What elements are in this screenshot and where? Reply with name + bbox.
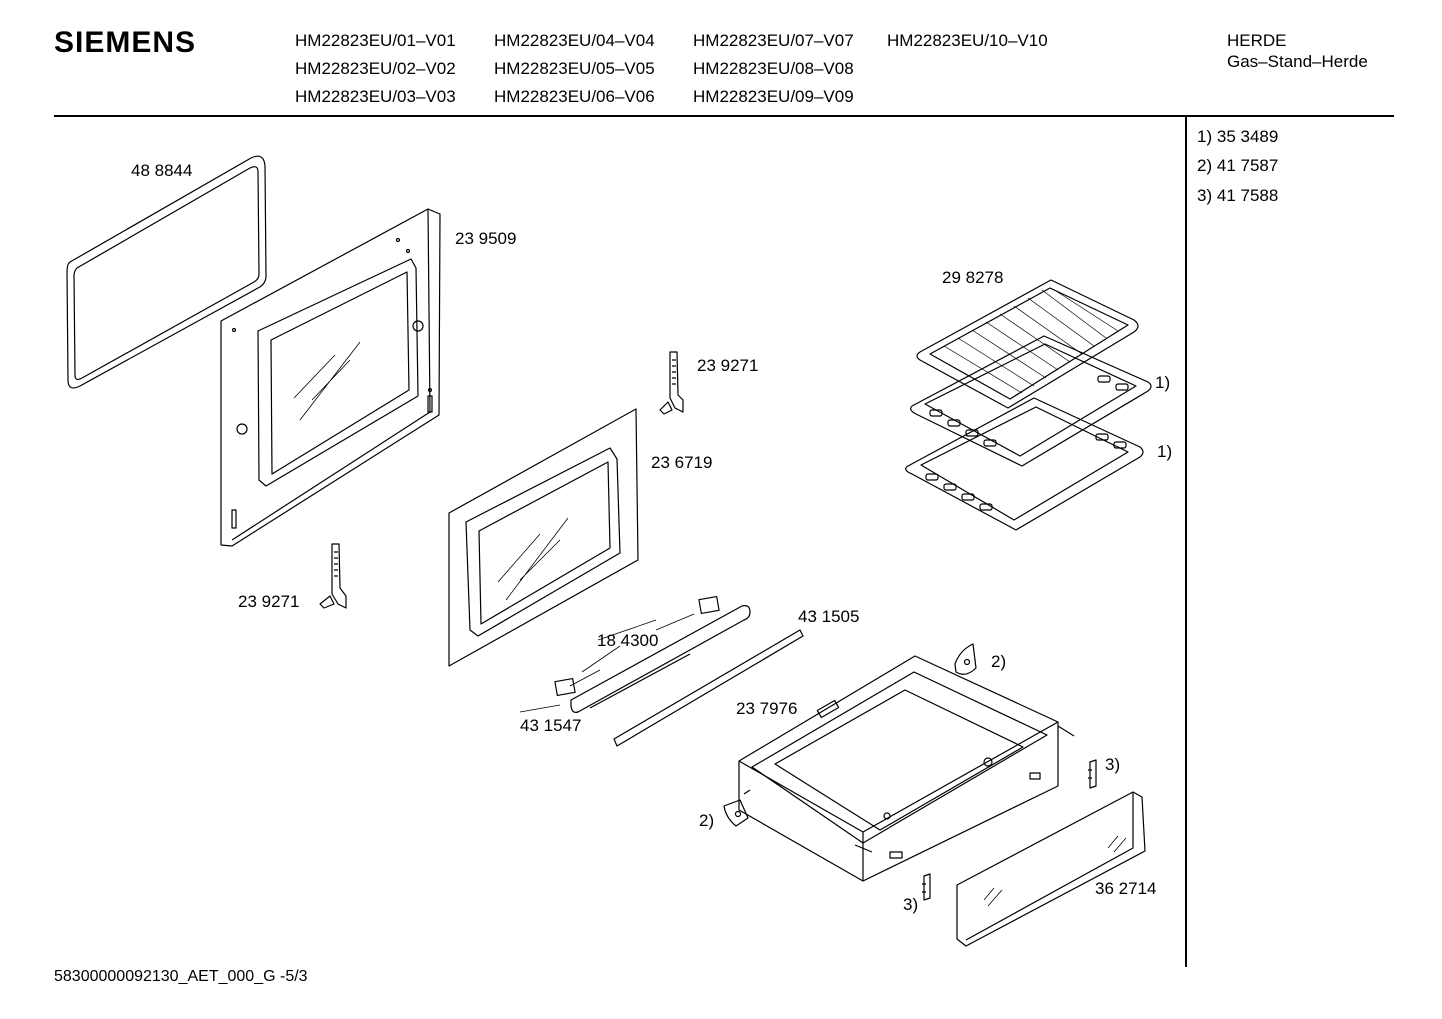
reference-key: 1) (1197, 127, 1213, 146)
page-number: -5/3 (279, 968, 308, 985)
callout-marker: 3) (1105, 755, 1121, 774)
reference-item: 1) 35 3489 (1197, 127, 1278, 147)
part-label-handle-end: 43 1547 (520, 716, 582, 735)
callout-marker: 1) (1155, 373, 1171, 392)
callout-marker: 1) (1157, 442, 1173, 461)
model-number: HM22823EU/07–V07 (693, 31, 854, 50)
reference-item: 3) 41 7588 (1197, 186, 1278, 206)
part-label-hinge-lower: 23 9271 (238, 592, 300, 611)
upper-hinge-part (660, 352, 683, 414)
model-number: HM22823EU/03–V03 (295, 87, 456, 106)
callout-marker: 2) (699, 811, 715, 830)
reference-item: 2) 41 7587 (1197, 156, 1278, 176)
callout-marker: 3) (903, 895, 919, 914)
leader-lines (570, 614, 694, 686)
reference-key: 3) (1197, 186, 1213, 205)
part-label-outer-door: 23 6719 (651, 453, 713, 472)
model-number: HM22823EU/02–V02 (295, 59, 456, 78)
subcategory-label: Gas–Stand–Herde (1227, 52, 1368, 71)
model-number: HM22823EU/08–V08 (693, 59, 854, 78)
reference-part: 41 7587 (1216, 156, 1279, 175)
drawer-clip-part (1088, 760, 1096, 788)
door-gasket-part (67, 156, 266, 388)
storage-drawer-part (739, 656, 1074, 881)
oven-shelf-part (917, 280, 1138, 408)
part-label-shelf: 29 8278 (942, 268, 1004, 287)
lower-hinge-part (320, 544, 346, 608)
drawer-clip-part (922, 874, 930, 900)
model-number: HM22823EU/10–V10 (887, 31, 1048, 50)
outer-door-part (449, 409, 638, 666)
document-footer: 58300000092130_AET_000_G -5/3 (54, 968, 308, 986)
part-label-drawer-front: 36 2714 (1095, 879, 1157, 898)
part-label-inner-door: 23 9509 (455, 229, 517, 248)
model-number: HM22823EU/05–V05 (494, 59, 655, 78)
part-label-gasket: 48 8844 (131, 161, 193, 180)
part-label-hinge-upper: 23 9271 (697, 356, 759, 375)
part-label-rail: 43 1505 (798, 607, 860, 626)
model-number: HM22823EU/04–V04 (494, 31, 655, 50)
document-id: 58300000092130_AET_000_G (54, 968, 276, 985)
brand-logo: SIEMENS (54, 26, 197, 59)
drawer-front-part (957, 792, 1145, 946)
door-handle-part (555, 597, 750, 713)
model-number: HM22823EU/09–V09 (693, 87, 854, 106)
part-label-drawer: 23 7976 (736, 699, 798, 718)
header-divider (54, 115, 1394, 117)
model-number: HM22823EU/06–V06 (494, 87, 655, 106)
baking-tray-part (911, 336, 1151, 466)
sidebar-divider (1185, 117, 1187, 967)
reference-key: 2) (1197, 156, 1213, 175)
baking-tray-part (906, 398, 1143, 530)
reference-part: 41 7588 (1216, 186, 1279, 205)
inner-door-part (221, 209, 440, 546)
callout-marker: 2) (991, 652, 1007, 671)
model-number: HM22823EU/01–V01 (295, 31, 456, 50)
reference-part: 35 3489 (1216, 127, 1279, 146)
drawer-bracket-part (955, 644, 976, 674)
part-label-handle: 18 4300 (597, 631, 659, 650)
category-label: HERDE (1227, 31, 1287, 50)
drawer-bracket-part (724, 790, 750, 826)
handle-rail-part (520, 630, 803, 746)
